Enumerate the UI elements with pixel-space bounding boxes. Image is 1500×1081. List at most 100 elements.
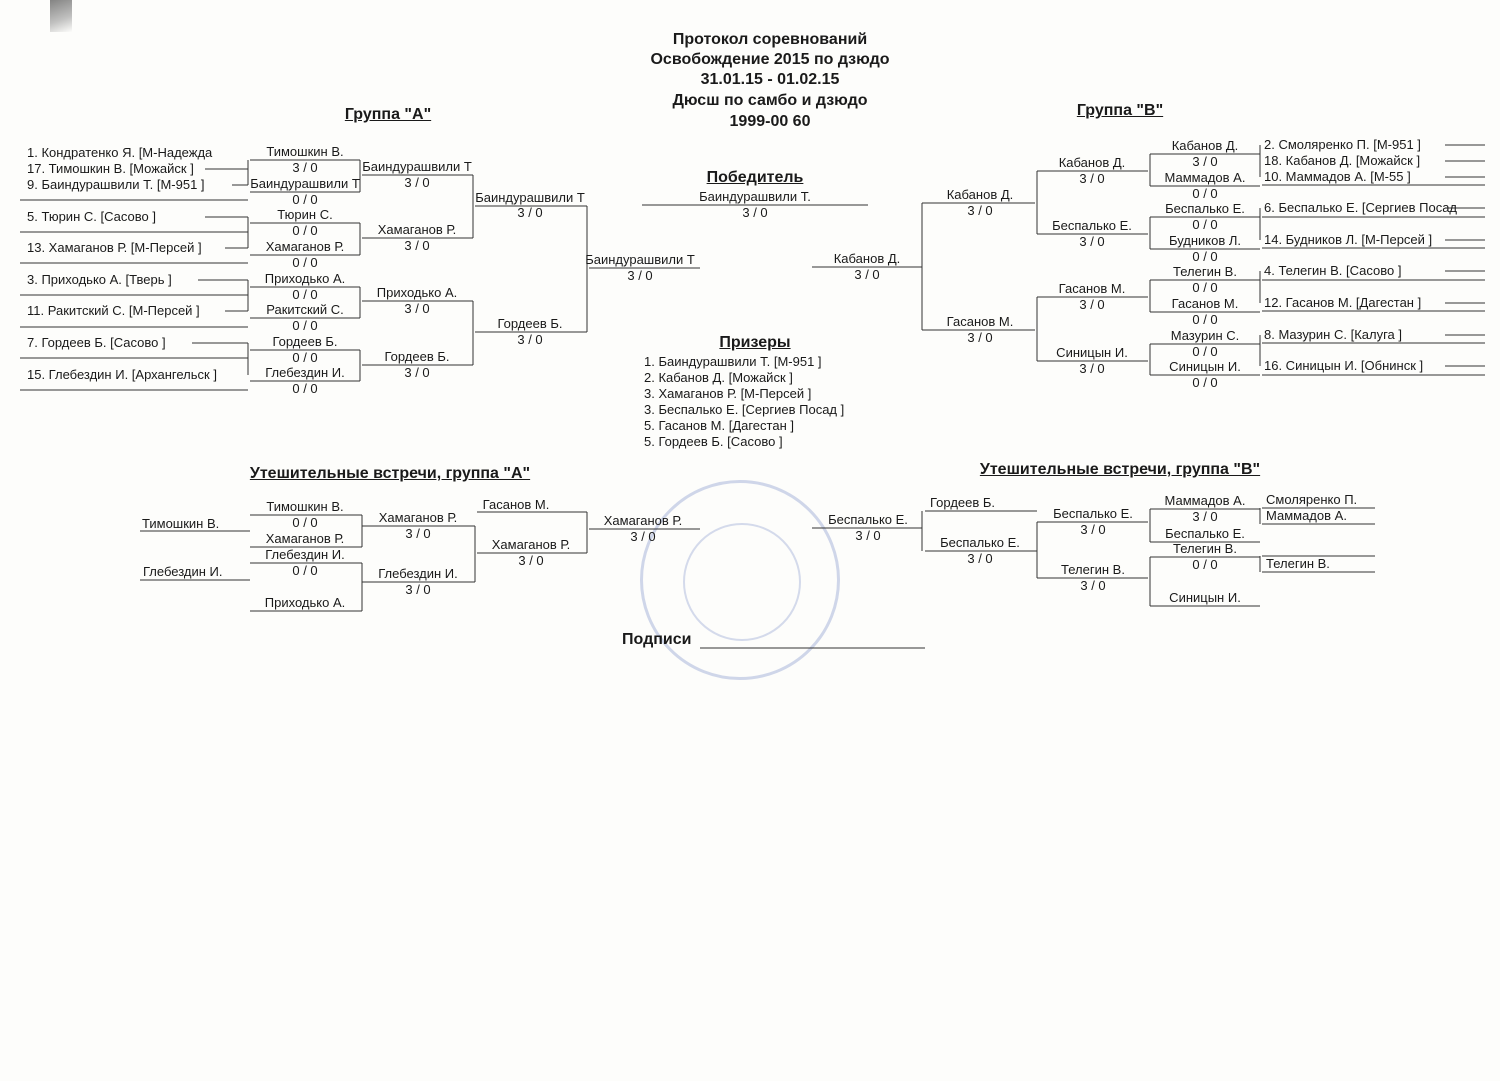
header-line: Дюсш по самбо и дзюдо xyxy=(672,92,868,109)
final-cell: 3 / 0 xyxy=(854,267,880,282)
round1-cell: 0 / 0 xyxy=(1192,280,1218,295)
cons-cell: Синицын И. xyxy=(1169,590,1241,605)
entry: 16. Синицын И. [Обнинск ] xyxy=(1264,358,1424,373)
entry: 1. Кондратенко Я. [М-Надежда xyxy=(27,145,213,160)
round3-cell: 3 / 0 xyxy=(517,205,543,220)
round1-cell: 0 / 0 xyxy=(292,381,318,396)
header-line: 1999-00 60 xyxy=(729,113,811,130)
entry: 8. Мазурин С. [Калуга ] xyxy=(1264,327,1402,342)
round1-cell: Баиндурашвили Т xyxy=(250,176,360,191)
cons-cell: Маммадов А. xyxy=(1164,493,1246,508)
round1-cell: Кабанов Д. xyxy=(1171,138,1239,153)
cons-cell: Беспалько Е. xyxy=(1165,526,1245,541)
group-a-title: Группа "А" xyxy=(344,106,432,123)
cons-cell: 3 / 0 xyxy=(1080,522,1106,537)
header-line: Протокол соревнований xyxy=(672,31,868,48)
round3-cell: Гасанов М. xyxy=(946,314,1014,329)
round3-cell: Гордеев Б. xyxy=(497,316,563,331)
consolation-a-title: Утешительные встречи, группа "А" xyxy=(249,465,531,482)
cons-cell: Хамаганов Р. xyxy=(378,510,458,525)
round3-cell: Кабанов Д. xyxy=(946,187,1014,202)
round1-cell: 0 / 0 xyxy=(1192,249,1218,264)
prize-item: 5. Гордеев Б. [Сасово ] xyxy=(644,434,783,449)
round2-cell: 3 / 0 xyxy=(404,175,430,190)
round1-cell: Будников Л. xyxy=(1168,233,1242,248)
cons-cell: Глебездин И. xyxy=(265,547,345,562)
round1-cell: 3 / 0 xyxy=(292,160,318,175)
round3-cell: 3 / 0 xyxy=(517,332,543,347)
final-cell: 3 / 0 xyxy=(627,268,653,283)
round2-cell: Приходько А. xyxy=(376,285,458,300)
entry: 4. Телегин В. [Сасово ] xyxy=(1264,263,1402,278)
winner-title: Победитель xyxy=(706,169,804,186)
round1-cell: Тимошкин В. xyxy=(266,144,344,159)
cons-seed: Тимошкин В. xyxy=(142,516,220,531)
cons-cell: 3 / 0 xyxy=(405,582,431,597)
cons-cell: Хамаганов Р. xyxy=(265,531,345,546)
cons-cell: Беспалько Е. xyxy=(940,535,1020,550)
round1-cell: Маммадов А. xyxy=(1164,170,1246,185)
cons-seed: Телегин В. xyxy=(1266,556,1330,571)
round2-cell: 3 / 0 xyxy=(404,365,430,380)
cons-seed: Маммадов А. xyxy=(1266,508,1347,523)
entry: 5. Тюрин С. [Сасово ] xyxy=(27,209,156,224)
prize-item: 2. Кабанов Д. [Можайск ] xyxy=(644,370,793,385)
round2-cell: 3 / 0 xyxy=(404,238,430,253)
cons-cell: Телегин В. xyxy=(1173,541,1237,556)
entry: 15. Глебездин И. [Архангельск ] xyxy=(27,367,217,382)
final-cell: Кабанов Д. xyxy=(833,251,901,266)
round1-cell: Тюрин С. xyxy=(277,207,333,222)
round2-cell: Баиндурашвили Т xyxy=(362,159,472,174)
cons-cell: Беспалько Е. xyxy=(1053,506,1133,521)
cons-cell: Приходько А. xyxy=(264,595,346,610)
round2-cell: Гордеев Б. xyxy=(384,349,450,364)
entry: 3. Приходько А. [Тверь ] xyxy=(27,272,172,287)
round1-cell: 3 / 0 xyxy=(1192,154,1218,169)
round1-cell: Хамаганов Р. xyxy=(265,239,345,254)
entry: 14. Будников Л. [М-Персей ] xyxy=(1264,232,1433,247)
round2-cell: 3 / 0 xyxy=(1079,361,1105,376)
round1-cell: Приходько А. xyxy=(264,271,346,286)
cons-cell: Гордеев Б. xyxy=(930,495,996,510)
cons-cell: Глебездин И. xyxy=(378,566,458,581)
round2-cell: Гасанов М. xyxy=(1058,281,1126,296)
round1-cell: 0 / 0 xyxy=(1192,344,1218,359)
cons-cell: 0 / 0 xyxy=(292,515,318,530)
entry: 10. Маммадов А. [М-55 ] xyxy=(1264,169,1411,184)
cons-cell: Гасанов М. xyxy=(482,497,550,512)
cons-cell: 3 / 0 xyxy=(1192,509,1218,524)
entry: 6. Беспалько Е. [Сергиев Посад xyxy=(1264,200,1458,215)
round2-cell: Кабанов Д. xyxy=(1058,155,1126,170)
prize-item: 1. Баиндурашвили Т. [М-951 ] xyxy=(644,354,822,369)
header-line: Освобождение 2015 по дзюдо xyxy=(650,51,890,68)
round1-cell: 0 / 0 xyxy=(1192,375,1218,390)
official-stamp xyxy=(640,480,840,680)
cons-cell: Телегин В. xyxy=(1061,562,1125,577)
round2-cell: Синицын И. xyxy=(1056,345,1128,360)
cons-seed: Смоляренко П. xyxy=(1266,492,1358,507)
round3-cell: Баиндурашвили Т xyxy=(475,190,585,205)
round2-cell: 3 / 0 xyxy=(1079,171,1105,186)
round2-cell: 3 / 0 xyxy=(404,301,430,316)
cons-cell: Хамаганов Р. xyxy=(603,513,683,528)
round1-cell: Ракитский С. xyxy=(266,302,344,317)
cons-cell: 3 / 0 xyxy=(405,526,431,541)
cons-cell: 3 / 0 xyxy=(855,528,881,543)
cons-cell: 3 / 0 xyxy=(1080,578,1106,593)
entry: 17. Тимошкин В. [Можайск ] xyxy=(27,161,194,176)
cons-cell: 0 / 0 xyxy=(292,563,318,578)
group-b-title: Группа "В" xyxy=(1076,102,1164,119)
round1-cell: 0 / 0 xyxy=(1192,186,1218,201)
prize-item: 5. Гасанов М. [Дагестан ] xyxy=(644,418,794,433)
round3-cell: 3 / 0 xyxy=(967,203,993,218)
cons-cell: Тимошкин В. xyxy=(266,499,344,514)
round2-cell: Беспалько Е. xyxy=(1052,218,1132,233)
round1-cell: 0 / 0 xyxy=(292,223,318,238)
entry: 18. Кабанов Д. [Можайск ] xyxy=(1264,153,1421,168)
scan-smudge xyxy=(50,0,72,32)
cons-seed: Глебездин И. xyxy=(143,564,223,579)
round1-cell: Синицын И. xyxy=(1169,359,1241,374)
cons-cell: 3 / 0 xyxy=(518,553,544,568)
